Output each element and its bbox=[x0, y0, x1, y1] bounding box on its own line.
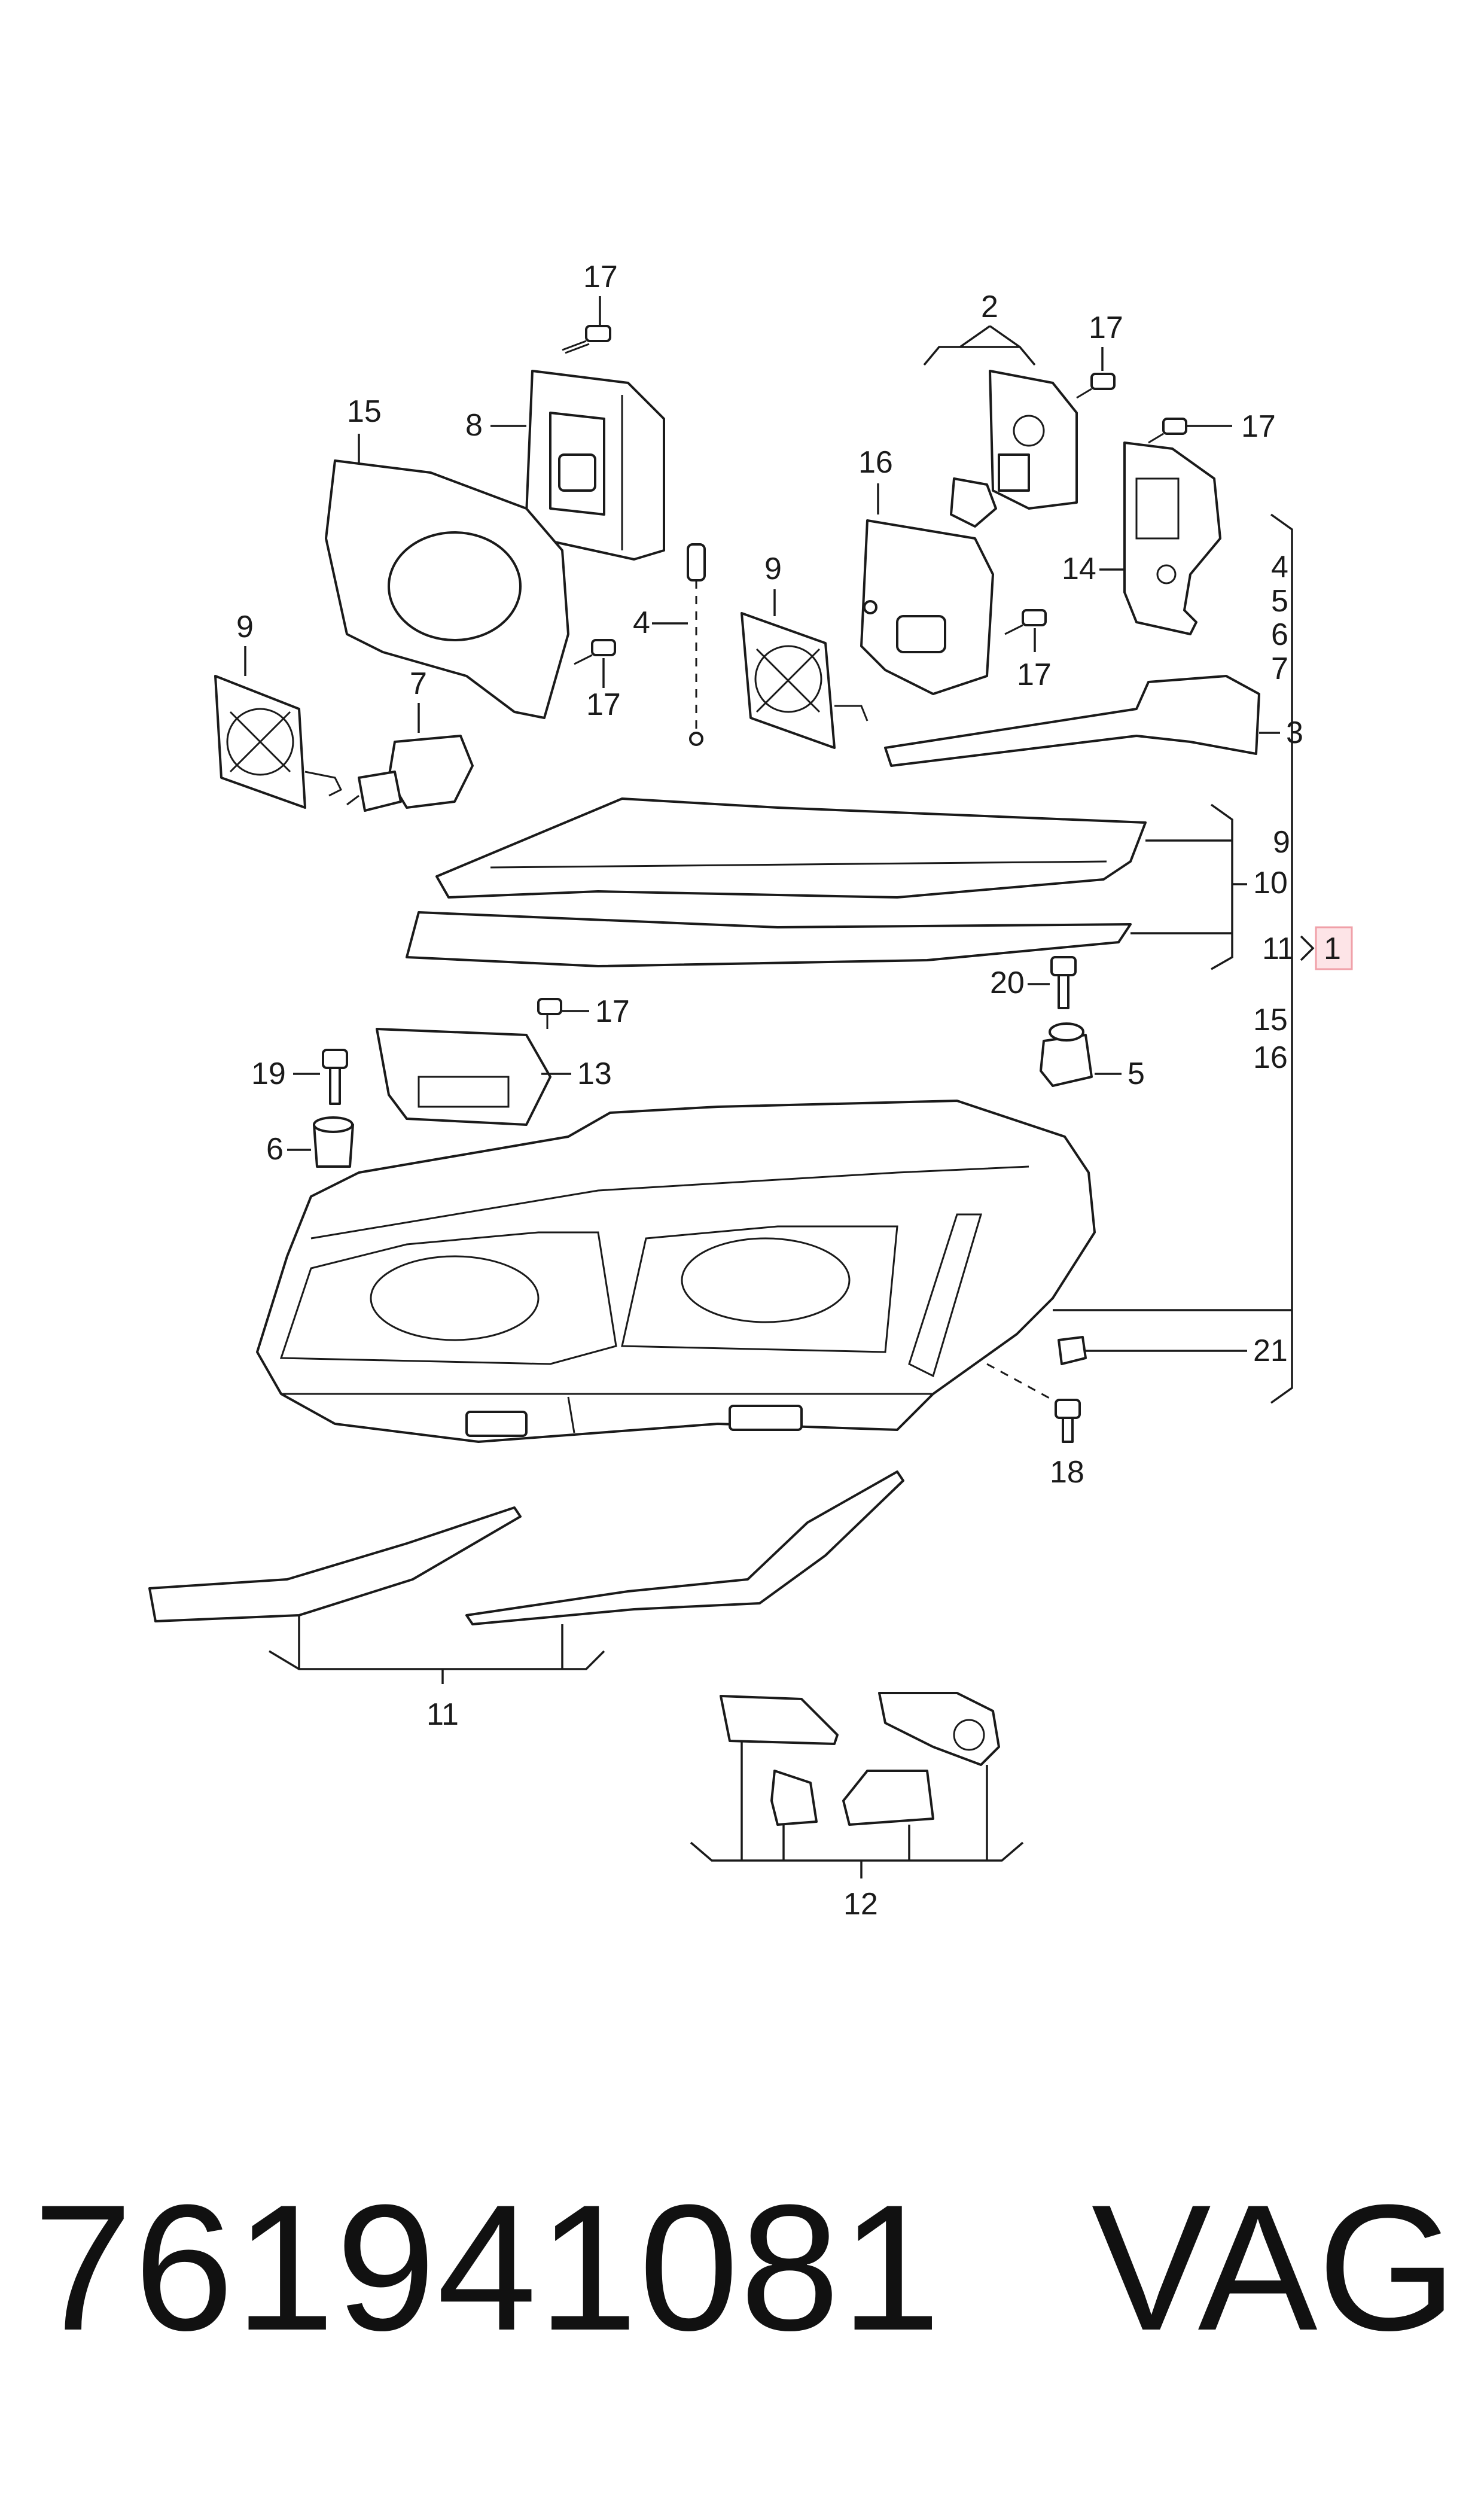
clip-21: 21 bbox=[1058, 1333, 1288, 1368]
assembly-bracket-list: 4 5 6 7 11 15 16 1 bbox=[1253, 513, 1353, 1404]
callout-16: 16 bbox=[1253, 1040, 1288, 1075]
mount-clip-5: 5 bbox=[1040, 1022, 1145, 1091]
callout-15: 15 bbox=[1253, 1003, 1288, 1037]
callout-9: 9 bbox=[236, 610, 254, 644]
mounting-bracket-14: 14 bbox=[1062, 442, 1221, 635]
callout-7: 7 bbox=[1271, 651, 1288, 686]
bulb-7: 7 bbox=[346, 666, 474, 812]
callout-6: 6 bbox=[1271, 617, 1288, 652]
callout-9: 9 bbox=[1273, 825, 1290, 860]
bolt-20: 20 bbox=[990, 956, 1077, 1009]
trim-strips-11: 11 bbox=[148, 1470, 904, 1732]
callout-17: 17 bbox=[595, 994, 630, 1029]
headlight-assembly bbox=[256, 1100, 1292, 1443]
callout-13: 13 bbox=[577, 1056, 612, 1091]
callout-17: 17 bbox=[583, 260, 618, 294]
highlighted-part-1[interactable] bbox=[1315, 926, 1353, 970]
screw-17-bracket: 17 bbox=[1148, 409, 1276, 444]
callout-4: 4 bbox=[633, 605, 650, 640]
callout-6: 6 bbox=[266, 1132, 284, 1167]
screw-17-lens: 17 bbox=[574, 639, 621, 722]
callout-4: 4 bbox=[1271, 550, 1288, 584]
callout-17: 17 bbox=[1089, 310, 1123, 345]
callout-5: 5 bbox=[1128, 1056, 1145, 1091]
callout-11: 11 bbox=[426, 1697, 459, 1732]
callout-8: 8 bbox=[465, 408, 483, 443]
callout-1[interactable]: 1 bbox=[1324, 931, 1341, 966]
bracket-set-12: 12 bbox=[690, 1692, 1024, 1922]
callout-18: 18 bbox=[1050, 1455, 1084, 1490]
callout-19: 19 bbox=[251, 1056, 286, 1091]
callout-5: 5 bbox=[1271, 584, 1288, 619]
screw-17-ballast: 17 bbox=[1076, 310, 1123, 399]
screw-17-mid: 17 bbox=[537, 994, 630, 1029]
callout-7: 7 bbox=[410, 666, 427, 701]
callout-11: 11 bbox=[1262, 931, 1294, 966]
part-number: 761941081 bbox=[33, 2167, 942, 2368]
control-unit-16: 16 bbox=[858, 445, 994, 695]
bolt-18: 18 bbox=[986, 1363, 1084, 1490]
cooling-fan-9-left: 9 bbox=[214, 610, 343, 809]
callout-16: 16 bbox=[858, 445, 893, 480]
control-module-8: 8 bbox=[465, 370, 665, 561]
callout-17: 17 bbox=[1017, 657, 1052, 692]
wire-harness-4: 4 bbox=[633, 543, 706, 746]
callout-17: 17 bbox=[1241, 409, 1276, 444]
actuator-13: 13 bbox=[376, 1028, 612, 1126]
callout-3: 3 bbox=[1286, 715, 1303, 750]
callout-21: 21 bbox=[1253, 1333, 1288, 1368]
cooling-fan-9-center: 9 bbox=[741, 552, 869, 749]
callout-14: 14 bbox=[1062, 552, 1096, 586]
projector-lens-15: 15 bbox=[325, 394, 569, 719]
callout-9: 9 bbox=[764, 552, 782, 586]
screw-17-module: 17 bbox=[1004, 609, 1052, 692]
callout-2: 2 bbox=[981, 290, 998, 324]
callout-12: 12 bbox=[843, 1887, 878, 1922]
seal-strip-3: 3 bbox=[884, 675, 1303, 767]
callout-15: 15 bbox=[347, 394, 382, 429]
screw-17-top: 17 bbox=[562, 260, 618, 354]
bezel-frames-9-10: 9 10 bbox=[406, 797, 1290, 970]
callout-10: 10 bbox=[1253, 866, 1288, 900]
brand-name: VAG bbox=[1091, 2167, 1457, 2368]
callout-20: 20 bbox=[990, 966, 1025, 1000]
bolt-19: 19 bbox=[251, 1049, 348, 1105]
ballast-assembly-2: 2 bbox=[923, 290, 1078, 528]
callout-17: 17 bbox=[586, 687, 621, 722]
